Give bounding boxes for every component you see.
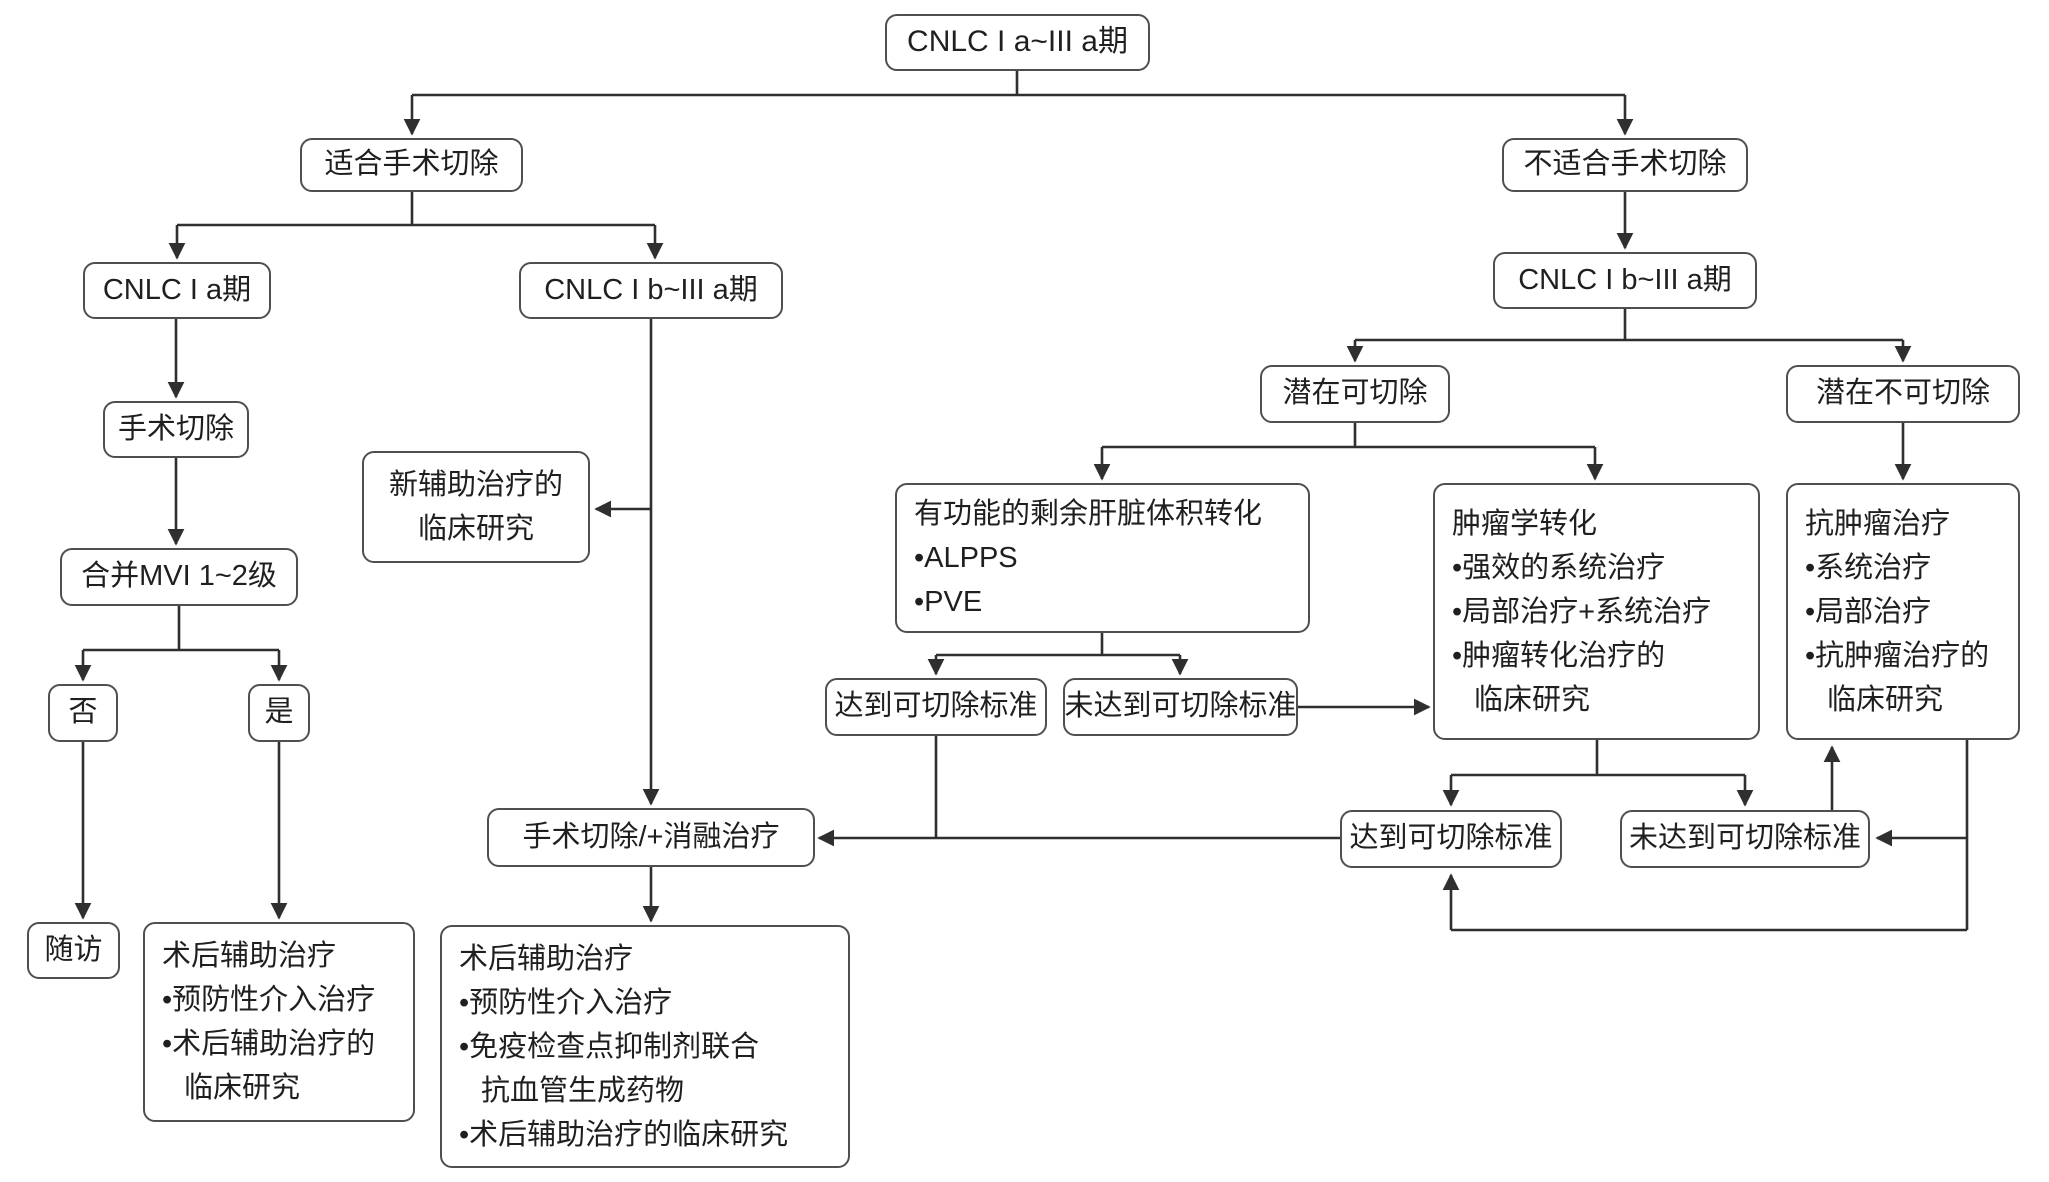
node-label: 合并MVI 1~2级 [81,560,277,593]
node-oncologic-conversion: 肿瘤学转化 •强效的系统治疗 •局部治疗+系统治疗 •肿瘤转化治疗的 临床研究 [1433,483,1760,740]
node-label: 达到可切除标准 [1349,822,1553,855]
node-line: •免疫检查点抑制剂联合 [459,1030,760,1063]
node-label: 手术切除/+消融治疗 [522,820,780,853]
node-line: •抗肿瘤治疗的 [1805,639,1990,672]
node-line: 临床研究 [1827,683,1944,716]
node-line: •强效的系统治疗 [1452,551,1666,584]
node-label: 潜在可切除 [1282,377,1428,410]
node-line: 有功能的剩余肝脏体积转化 [914,498,1263,530]
node-cnlc-stage-root: CNLC I a~III a期 [885,14,1150,71]
node-line: •预防性介入治疗 [459,986,673,1019]
node-label: CNLC I b~III a期 [544,273,758,306]
node-label: 是 [264,696,294,729]
node-line: •预防性介入治疗 [162,984,376,1016]
node-label: 适合手术切除 [324,148,499,181]
node-line: •肿瘤转化治疗的 [1452,639,1666,672]
node-label: 未达到可切除标准 [1628,822,1861,855]
node-line: 临床研究 [1474,683,1591,716]
node-neoadjuvant-clinical-study: 新辅助治疗的 临床研究 [362,451,590,563]
connector-stems [83,71,1969,932]
node-line: 抗血管生成药物 [481,1074,685,1107]
node-line: 术后辅助治疗 [162,940,337,972]
node-fit-surgery: 适合手术切除 [300,138,523,192]
connector-arrows [74,95,1967,930]
node-line: •系统治疗 [1805,551,1932,584]
node-label: 不适合手术切除 [1523,148,1727,181]
node-criteria-met-bottom: 达到可切除标准 [1340,810,1562,868]
node-line: •PVE [914,586,983,618]
node-line: 抗肿瘤治疗 [1805,507,1951,540]
node-cnlc-1a: CNLC I a期 [83,262,271,319]
node-surgical-resection: 手术切除 [103,401,249,458]
node-line: •ALPPS [914,542,1018,574]
node-postop-adjuvant-mid: 术后辅助治疗 •预防性介入治疗 •免疫检查点抑制剂联合 抗血管生成药物 •术后辅… [440,925,850,1168]
node-label: 达到可切除标准 [834,690,1038,723]
node-line: •术后辅助治疗的 [162,1028,376,1060]
node-cnlc-1b-3a-left: CNLC I b~III a期 [519,262,783,319]
node-criteria-met-mid: 达到可切除标准 [825,678,1047,736]
node-label: 手术切除 [117,412,234,445]
node-line: 临床研究 [417,513,534,545]
node-label: 否 [68,696,98,729]
node-line: 肿瘤学转化 [1452,507,1598,540]
node-line: 临床研究 [184,1072,301,1104]
node-cnlc-1b-3a-right: CNLC I b~III a期 [1493,252,1757,309]
node-resection-ablation: 手术切除/+消融治疗 [487,808,815,867]
node-postop-adjuvant-left: 术后辅助治疗 •预防性介入治疗 •术后辅助治疗的 临床研究 [143,922,415,1122]
node-mvi-grade: 合并MVI 1~2级 [60,548,298,606]
node-followup: 随访 [27,922,120,979]
node-yes: 是 [248,684,310,742]
node-criteria-not-met-mid: 未达到可切除标准 [1063,678,1298,736]
node-line: •术后辅助治疗的临床研究 [459,1118,789,1151]
node-flr-conversion: 有功能的剩余肝脏体积转化 •ALPPS •PVE [895,483,1310,633]
node-label: 未达到可切除标准 [1064,690,1297,723]
node-line: •局部治疗+系统治疗 [1452,595,1712,628]
node-label: 潜在不可切除 [1815,377,1990,410]
node-label: CNLC I b~III a期 [1518,263,1732,296]
node-label: 随访 [44,933,103,966]
node-potentially-resectable: 潜在可切除 [1260,365,1450,423]
node-label: CNLC I a~III a期 [907,25,1128,59]
node-label: CNLC I a期 [102,273,252,306]
node-line: •局部治疗 [1805,595,1932,628]
node-potentially-unresectable: 潜在不可切除 [1786,365,2020,423]
node-line: 术后辅助治疗 [459,942,634,975]
node-unfit-surgery: 不适合手术切除 [1502,138,1748,192]
node-antitumor-therapy: 抗肿瘤治疗 •系统治疗 •局部治疗 •抗肿瘤治疗的 临床研究 [1786,483,2020,740]
node-no: 否 [48,684,118,742]
node-line: 新辅助治疗的 [388,469,563,501]
node-criteria-not-met-bottom: 未达到可切除标准 [1620,810,1870,868]
